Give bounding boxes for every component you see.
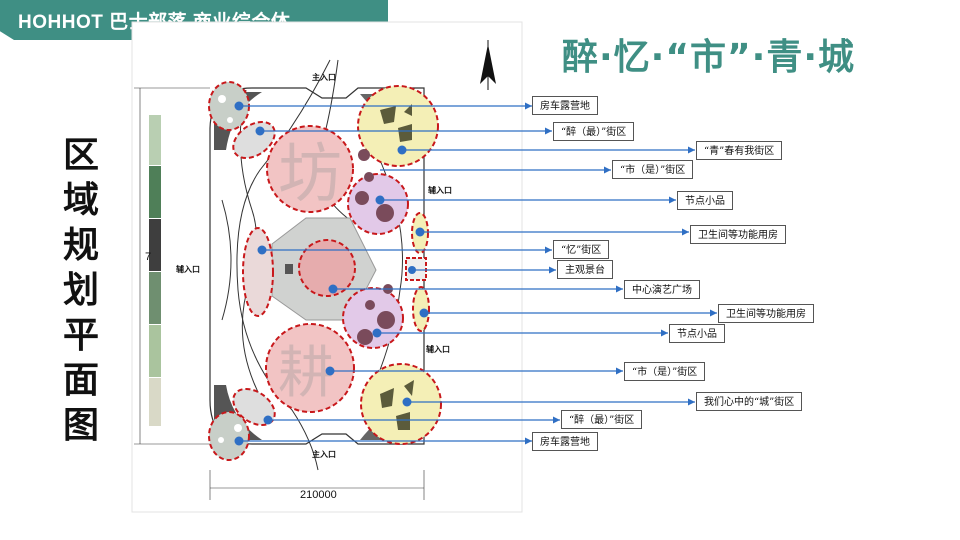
watermark-bottom: 耕 — [278, 341, 334, 406]
label-node-sketch-bottom: 节点小品 — [669, 324, 725, 343]
label-zui-district-bottom: “醉（最）”街区 — [561, 410, 643, 429]
label-rv-camp-top: 房车露营地 — [532, 96, 598, 115]
zones — [208, 81, 442, 461]
label-toilet-top: 卫生间等功能用房 — [690, 225, 786, 244]
dimension-bottom: 210000 — [300, 489, 337, 501]
zone-market-top — [266, 125, 354, 213]
entrance-sub-left: 辅入口 — [176, 264, 200, 274]
entrance-main-top: 主入口 — [312, 72, 336, 82]
label-node-sketch-top: 节点小品 — [677, 191, 733, 210]
label-yi-district: “忆”街区 — [553, 240, 610, 259]
slogan: 醉·忆·“市”·青·城 — [562, 37, 856, 78]
zone-details — [218, 95, 414, 443]
label-youth-district: “青”春有我街区 — [696, 141, 783, 160]
label-rv-camp-bottom: 房车露营地 — [532, 432, 598, 451]
label-market-district-bottom: “市（是）”街区 — [624, 362, 706, 381]
zone-youth — [357, 85, 439, 167]
label-zui-district-top: “醉（最）”街区 — [553, 122, 635, 141]
zone-market-bottom — [265, 323, 355, 413]
label-market-district-top: “市（是）”街区 — [612, 160, 694, 179]
color-swatches — [149, 115, 161, 426]
zone-rv-bottom — [208, 411, 250, 461]
label-toilet-bottom: 卫生间等功能用房 — [718, 304, 814, 323]
entrance-sub-right-top: 辅入口 — [428, 185, 452, 195]
label-central-plaza: 中心演艺广场 — [624, 280, 700, 299]
label-observation-deck: 主观景台 — [557, 260, 613, 279]
zone-observation — [405, 257, 427, 281]
north-arrow-icon — [480, 40, 496, 90]
dimension-side: 7 — [145, 251, 151, 263]
callout-dots — [234, 101, 429, 446]
side-title: 区域规划平面图 — [62, 135, 99, 446]
zone-city — [360, 363, 442, 445]
entrance-sub-right-bottom: 辅入口 — [426, 344, 450, 354]
callout-arrows — [239, 102, 717, 445]
label-city-district: 我们心中的“城”街区 — [696, 392, 803, 411]
zone-plaza — [298, 239, 356, 297]
watermark-top: 坊 — [278, 138, 342, 212]
zone-yi — [242, 227, 274, 317]
dimension-lines — [134, 87, 425, 500]
entrance-main-bottom: 主入口 — [312, 449, 336, 459]
zone-toilet-bottom — [412, 286, 430, 332]
